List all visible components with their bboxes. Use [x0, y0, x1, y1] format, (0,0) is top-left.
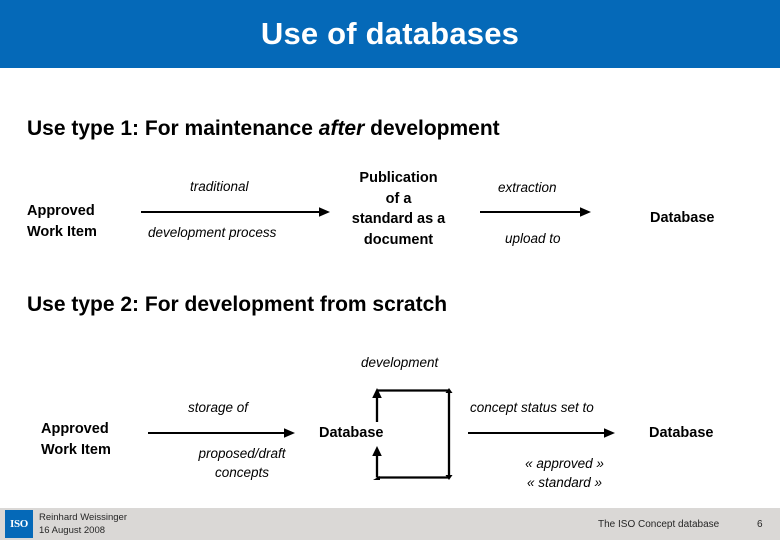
slide-title: Use of databases: [260, 16, 520, 51]
node-database-3: Database: [649, 425, 714, 441]
arrow-development-loop: [368, 388, 458, 480]
arrow-storage-of: [148, 427, 296, 439]
section-heading-use-type-1: Use type 1: For maintenance after develo…: [27, 117, 500, 141]
arrow-concept-status: [468, 427, 616, 439]
edge-label-proposed-draft-concepts: proposed/draft concepts: [198, 446, 286, 480]
node-database-1: Database: [650, 210, 715, 226]
edge-label-development: development: [361, 355, 439, 370]
edge-label-upload-to: upload to: [505, 231, 561, 246]
slide-title-bar: Use of databases: [0, 0, 780, 68]
edge-label-concept-status-set-to: concept status set to: [470, 400, 594, 415]
section-heading-use-type-2: Use type 2: For development from scratch: [27, 293, 447, 317]
node-database-2: Database: [319, 425, 384, 441]
edge-label-storage-of: storage of: [188, 400, 249, 415]
iso-logo-icon: ISO: [5, 510, 33, 538]
footer-date: 16 August 2008: [39, 524, 106, 536]
heading-1-prefix: Use type 1: For maintenance: [27, 117, 319, 140]
edge-label-traditional: traditional: [190, 179, 249, 194]
footer-author: Reinhard Weissinger: [39, 512, 128, 523]
footer-author-block: Reinhard Weissinger 16 August 2008: [39, 512, 127, 537]
edge-label-development-process: development process: [148, 225, 277, 240]
node-approved-work-item-2: Approved Work Item: [41, 421, 111, 458]
heading-2-prefix: Use type 2: For development from scratch: [27, 293, 448, 316]
slide-footer: [0, 508, 780, 540]
heading-1-emphasis: after: [318, 117, 365, 140]
edge-label-extraction: extraction: [498, 180, 557, 195]
footer-presentation-title: The ISO Concept database: [598, 519, 720, 530]
edge-label-approved-standard: « approved » « standard »: [525, 456, 604, 490]
node-approved-work-item: Approved Work Item: [27, 203, 97, 240]
iso-logo-text: ISO: [9, 518, 29, 530]
arrow-development-process: [141, 206, 331, 218]
heading-1-suffix: development: [364, 117, 500, 140]
footer-page-number: 6: [757, 519, 763, 530]
node-publication-of-standard: Publication of a standard as a document: [351, 170, 446, 248]
arrow-extraction-upload: [480, 206, 592, 218]
